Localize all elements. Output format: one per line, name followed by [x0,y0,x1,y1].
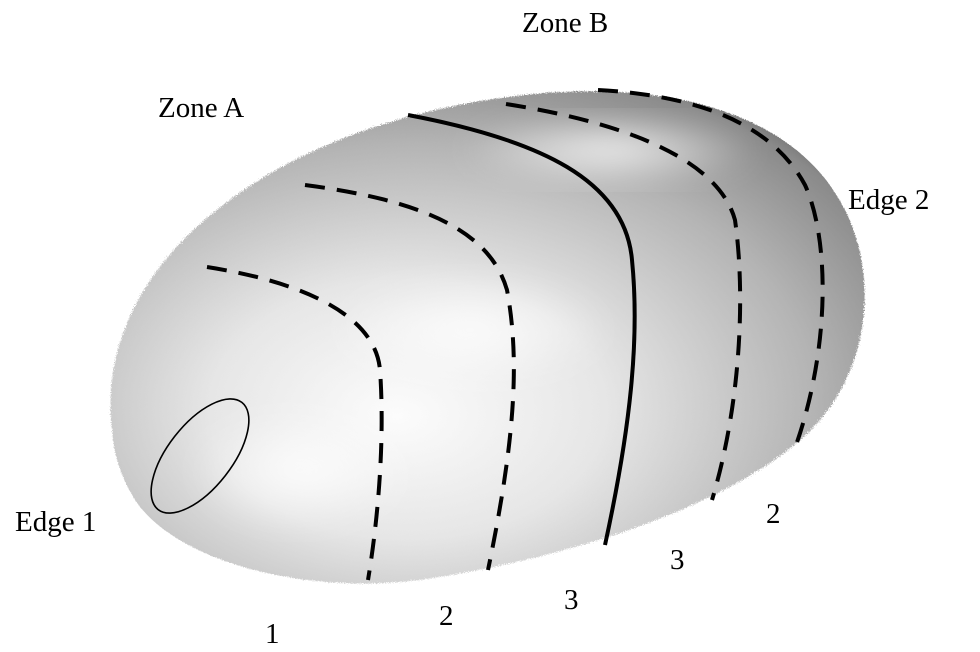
edge-1-ellipse [150,398,250,514]
boundary-line-1 [206,265,384,581]
edge-1-label: Edge 1 [15,506,97,538]
boundary-number-right-2: 2 [766,498,781,530]
boundary-number-right-3: 3 [670,544,685,576]
boundary-line-3 [407,113,637,546]
boundary-line-right-2 [505,102,743,501]
edge-2-label: Edge 2 [848,184,930,216]
zone-a-label: Zone A [158,92,245,124]
boundary-line-2 [304,183,516,571]
boundary-number-1: 1 [265,618,280,650]
boundary-number-3: 3 [564,584,579,616]
zone-b-label: Zone B [522,7,609,39]
boundary-number-2: 2 [439,600,454,632]
highlight-top [460,115,760,185]
boundary-line-right-edge [597,88,825,449]
highlight-center [330,275,610,385]
